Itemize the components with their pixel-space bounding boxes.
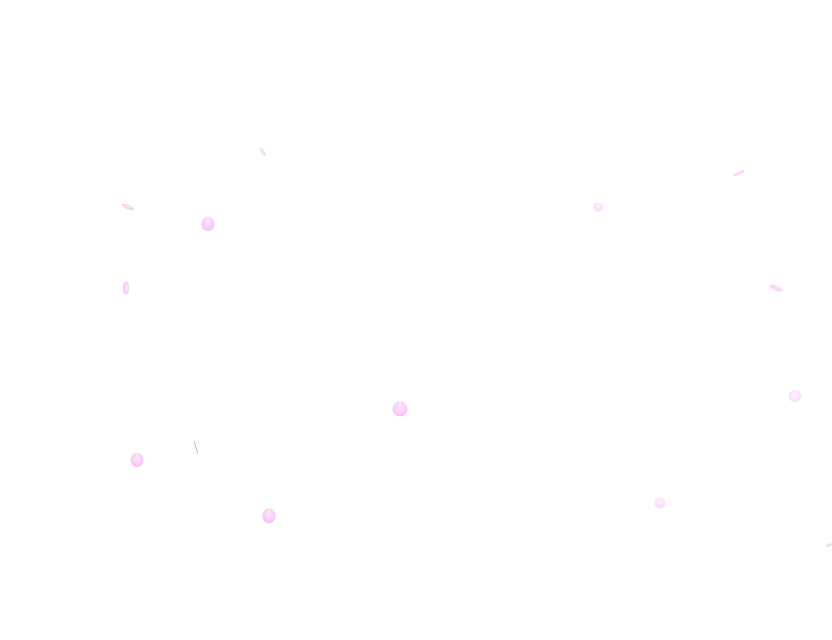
petal-icon <box>593 202 603 212</box>
petal-icon <box>733 170 745 176</box>
petal-icon <box>121 203 135 211</box>
stem-stroke <box>193 440 199 455</box>
petal-icon <box>201 217 215 231</box>
petal-icon <box>392 401 408 417</box>
petal-icon <box>260 148 266 156</box>
petal-icon <box>770 284 782 292</box>
petal-icon <box>262 508 276 524</box>
petal-icon <box>122 281 130 295</box>
petal-icon <box>130 453 144 467</box>
petal-icon <box>788 390 802 402</box>
petal-icon <box>654 497 666 509</box>
petal-icon <box>826 543 832 547</box>
